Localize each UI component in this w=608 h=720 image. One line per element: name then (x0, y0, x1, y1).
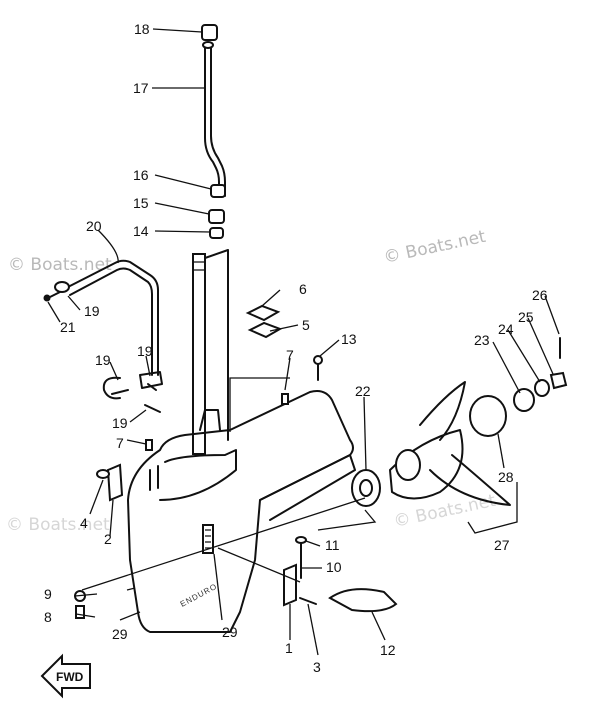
housing-top-plate (159, 449, 237, 501)
gearcase-line (259, 454, 356, 521)
watermark-left: © Boats.net (8, 255, 112, 275)
washer-22-hole (359, 479, 373, 497)
part-number-19d: 19 (112, 415, 128, 431)
hose-loop (102, 376, 121, 400)
part-number-8: 8 (44, 609, 52, 625)
part-number-22: 22 (355, 383, 371, 399)
part-number-29-center: 29 (222, 624, 238, 640)
watermark-bottom-right: © Boats.net (392, 491, 498, 532)
part-number-16: 16 (133, 167, 149, 183)
housing-brand-text: ENDURO (179, 582, 219, 609)
part-number-11: 11 (325, 537, 340, 553)
part-number-19a: 19 (84, 303, 100, 319)
prop-bore (395, 449, 421, 481)
part-number-labels: 18 17 16 15 14 20 19 21 19 19 19 7 6 5 7… (44, 21, 548, 675)
watermark-bottom-left: © Boats.net (6, 515, 110, 535)
drive-shaft-body (192, 253, 206, 455)
washer-24 (534, 379, 550, 397)
tube-end-top (202, 41, 214, 49)
part-number-19b: 19 (137, 343, 153, 359)
fwd-arrow-shape (40, 653, 91, 699)
fasteners (74, 355, 398, 619)
prop-blade-upper (419, 381, 466, 441)
fwd-label: FWD (56, 670, 84, 684)
part-number-6: 6 (299, 281, 307, 297)
grommet-14 (209, 227, 224, 239)
gasket-4 (96, 469, 110, 479)
screw-19-lower (144, 404, 161, 413)
water-tube-17a (204, 44, 220, 197)
clip-19-top (139, 371, 163, 389)
part-number-9: 9 (44, 586, 52, 602)
shims (245, 304, 283, 339)
part-number-15: 15 (133, 195, 149, 211)
part-number-17: 17 (133, 80, 149, 96)
hose-fitting (54, 281, 70, 293)
part-number-12: 12 (380, 642, 396, 658)
water-tube-17b (210, 44, 226, 197)
part-number-23: 23 (474, 332, 490, 348)
screw-19-mid (147, 383, 157, 391)
part-number-27: 27 (494, 537, 510, 553)
part-number-18: 18 (134, 21, 150, 37)
part-number-25: 25 (518, 309, 534, 325)
plug-2 (106, 463, 124, 502)
housing-outline (127, 390, 354, 633)
shaft-boss (199, 409, 221, 431)
trim-tab-12 (328, 588, 398, 613)
water-tube-assembly (201, 24, 226, 239)
trim-tab-29 (202, 524, 214, 554)
part-number-10: 10 (326, 559, 342, 575)
screw-head-21 (43, 294, 51, 302)
shim-6 (245, 304, 281, 322)
grommet-18 (201, 24, 218, 41)
washer-23 (513, 388, 535, 412)
part-number-4: 4 (80, 515, 88, 531)
part-number-19c: 19 (95, 352, 111, 368)
bolt-7-right (281, 393, 289, 405)
seal-16 (210, 184, 226, 198)
washer-11 (295, 536, 307, 544)
part-number-24: 24 (498, 321, 514, 337)
shaft-spline (193, 261, 205, 271)
hose-20b (69, 267, 153, 376)
lower-unit-housing: ENDURO (127, 390, 356, 633)
drive-shaft (192, 249, 229, 455)
seal-15 (208, 209, 225, 224)
propeller-assembly (351, 337, 568, 507)
bolt-13-head (313, 355, 323, 365)
nut-25 (549, 371, 568, 390)
part-number-28: 28 (498, 469, 514, 485)
part-number-26: 26 (532, 287, 548, 303)
part-number-1: 1 (285, 640, 293, 656)
prop-blade-lower (429, 454, 511, 506)
leader-lines (47, 28, 560, 656)
bolt-3 (299, 597, 317, 605)
anode-1 (283, 563, 297, 607)
part-number-13: 13 (341, 331, 357, 347)
part-number-20: 20 (86, 218, 102, 234)
hose-assembly-20 (43, 259, 163, 413)
part-number-14: 14 (133, 223, 149, 239)
watermark-right: © Boats.net (382, 227, 488, 268)
part-number-5: 5 (302, 317, 310, 333)
screw-19-left (111, 389, 129, 395)
part-number-29-left: 29 (112, 626, 128, 642)
part-number-21: 21 (60, 319, 76, 335)
water-inlet-studs (149, 465, 159, 491)
part-number-7-left: 7 (116, 435, 124, 451)
part-number-7-right: 7 (286, 347, 294, 363)
spacer-28 (469, 395, 507, 437)
bolt-8 (75, 605, 85, 619)
trim-tab-lines (205, 529, 211, 549)
forward-arrow: FWD (40, 653, 91, 699)
bolt-7-left (145, 439, 153, 451)
part-number-2: 2 (104, 531, 112, 547)
shaft-sleeve-line (204, 249, 229, 441)
part-number-3: 3 (313, 659, 321, 675)
